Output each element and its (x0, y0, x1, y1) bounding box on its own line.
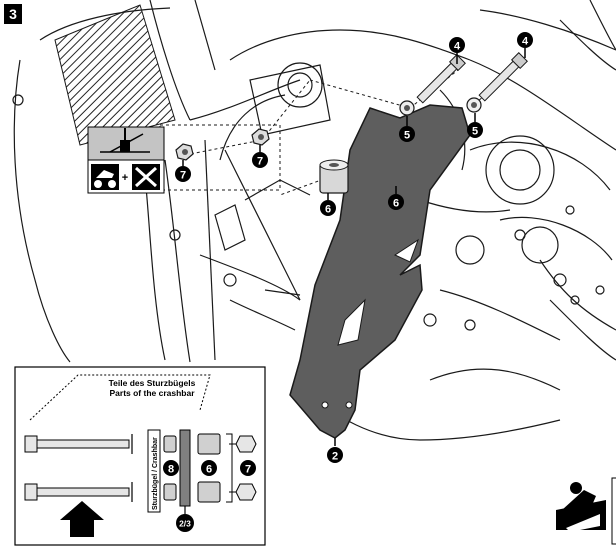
callout-5b-label: 5 (472, 126, 478, 138)
inset-callout-6-label: 6 (206, 464, 212, 476)
callout-7a-label: 7 (180, 170, 186, 182)
callout-4a-label: 4 (454, 41, 461, 53)
insertion-arrow-icon (60, 501, 104, 537)
callout-5a-label: 5 (404, 130, 410, 142)
inset-callout-8-label: 8 (168, 464, 174, 476)
inset-callout-23-label: 2/3 (179, 519, 191, 529)
washer-part (399, 97, 482, 116)
icon-panel: + (87, 126, 165, 194)
inset-callout-7: 7 (240, 460, 256, 476)
callout-2: 2 (327, 438, 343, 463)
inset-bolt (24, 434, 133, 502)
bolt-part (416, 52, 528, 104)
callout-7b-label: 7 (257, 156, 263, 168)
callout-7a: 7 (175, 160, 191, 182)
inset-callout-6: 6 (201, 460, 217, 476)
inset-title-de: Teile des Sturzbügels (109, 378, 196, 388)
inset-callout-23: 2/3 (176, 506, 194, 532)
parts-inset: Teile des Sturzbügels Parts of the crash… (14, 366, 266, 546)
callout-4b: 4 (517, 32, 533, 58)
callout-5a: 5 (399, 116, 415, 142)
callout-4a: 4 (449, 37, 465, 64)
callout-5b: 5 (467, 113, 483, 138)
svg-text:+: + (122, 172, 128, 184)
torque-icon (100, 128, 150, 153)
step-number: 3 (4, 4, 22, 24)
crashbar-label: Sturzbügel / Crashbar (152, 437, 159, 510)
crashbar-mounting-plate (289, 104, 471, 439)
spacer-part (319, 159, 349, 194)
callout-7b: 7 (252, 145, 268, 168)
inset-parts (163, 429, 257, 507)
callout-6b-label: 6 (393, 198, 399, 210)
callout-6b: 6 (388, 186, 404, 210)
inset-title-en: Parts of the crashbar (109, 388, 195, 398)
callout-4b-label: 4 (522, 36, 529, 48)
radiator-grille (54, 4, 176, 146)
gloves-icon (556, 477, 616, 545)
inset-crashbar-strip: Sturzbügel / Crashbar (147, 429, 161, 513)
inset-callout-8: 8 (163, 460, 179, 476)
callout-2-label: 2 (332, 451, 338, 463)
callout-6a: 6 (320, 193, 336, 216)
callout-6a-label: 6 (325, 204, 331, 216)
nut-part (175, 128, 270, 161)
inset-callout-7-label: 7 (245, 464, 251, 476)
motorcycle-tools-icon: + (91, 164, 160, 190)
